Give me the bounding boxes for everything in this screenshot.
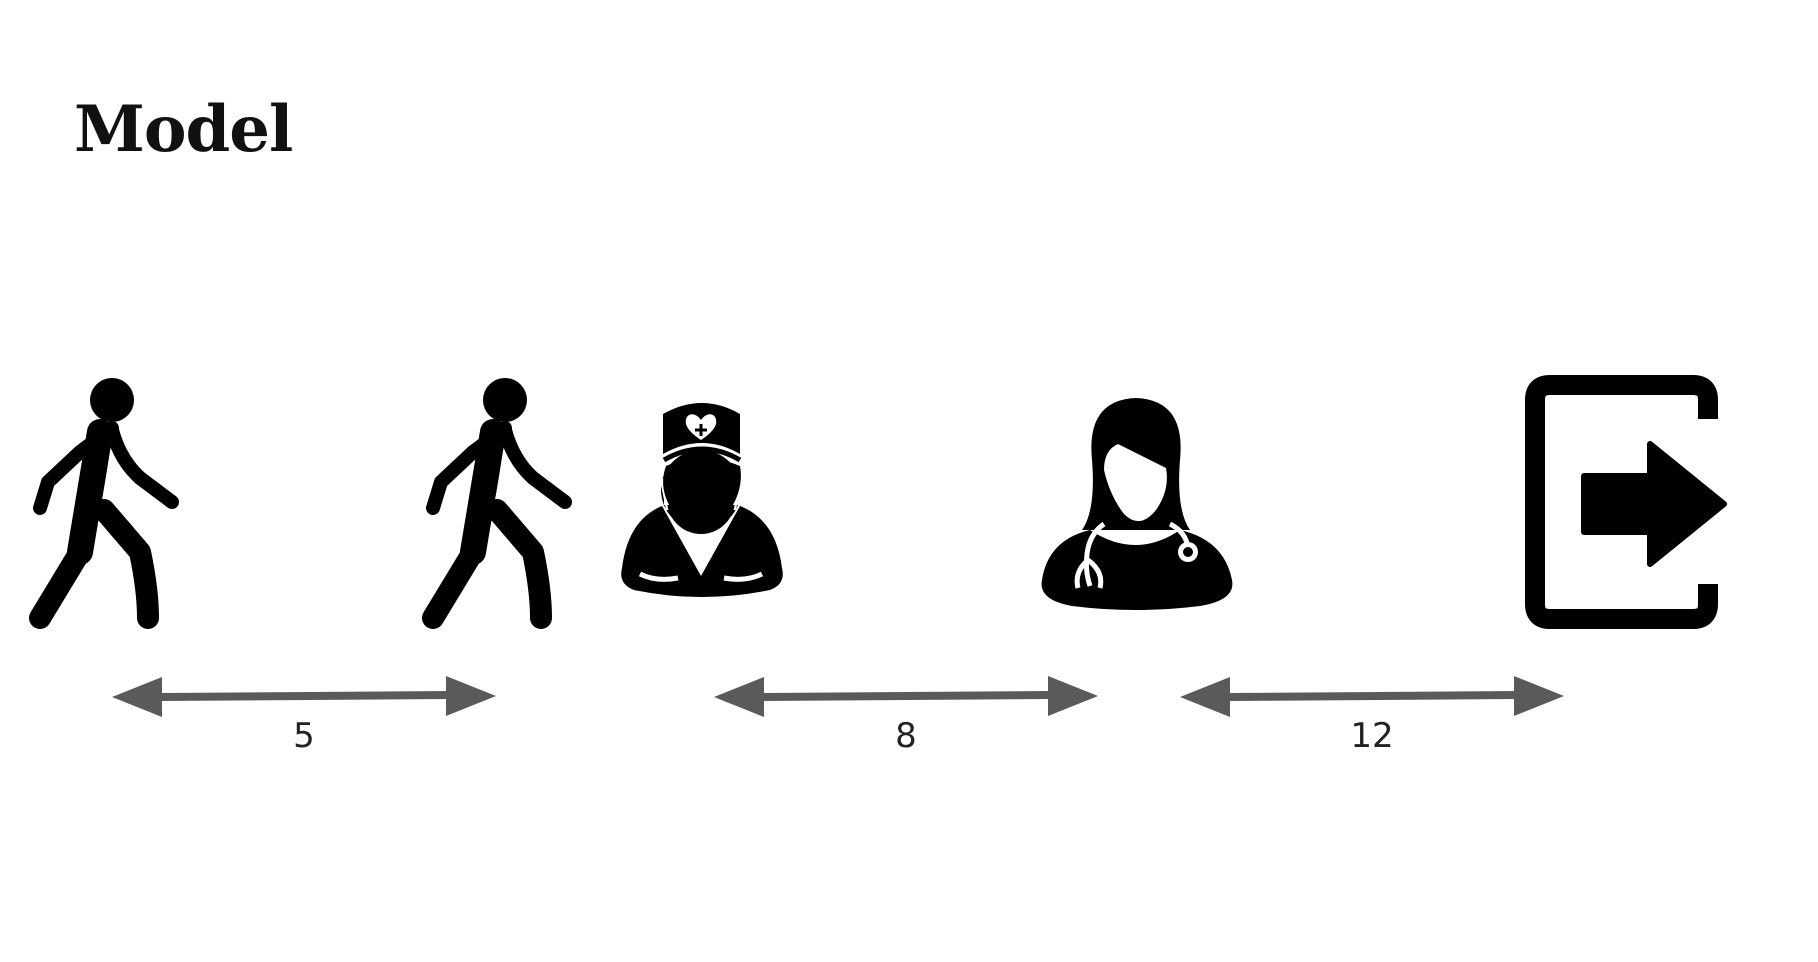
duration-label: 5 bbox=[293, 716, 315, 756]
slide-title: Model bbox=[74, 92, 293, 167]
duration-label: 8 bbox=[895, 716, 917, 756]
walking-person-icon bbox=[422, 378, 572, 629]
duration-arrow bbox=[1180, 676, 1564, 717]
walking-person-icon bbox=[29, 378, 179, 629]
duration-label: 12 bbox=[1350, 716, 1393, 756]
doctor-icon bbox=[1041, 398, 1233, 610]
exit-icon bbox=[1525, 375, 1727, 629]
duration-arrow bbox=[112, 676, 496, 717]
duration-arrow bbox=[714, 676, 1098, 717]
nurse-icon bbox=[621, 403, 783, 597]
